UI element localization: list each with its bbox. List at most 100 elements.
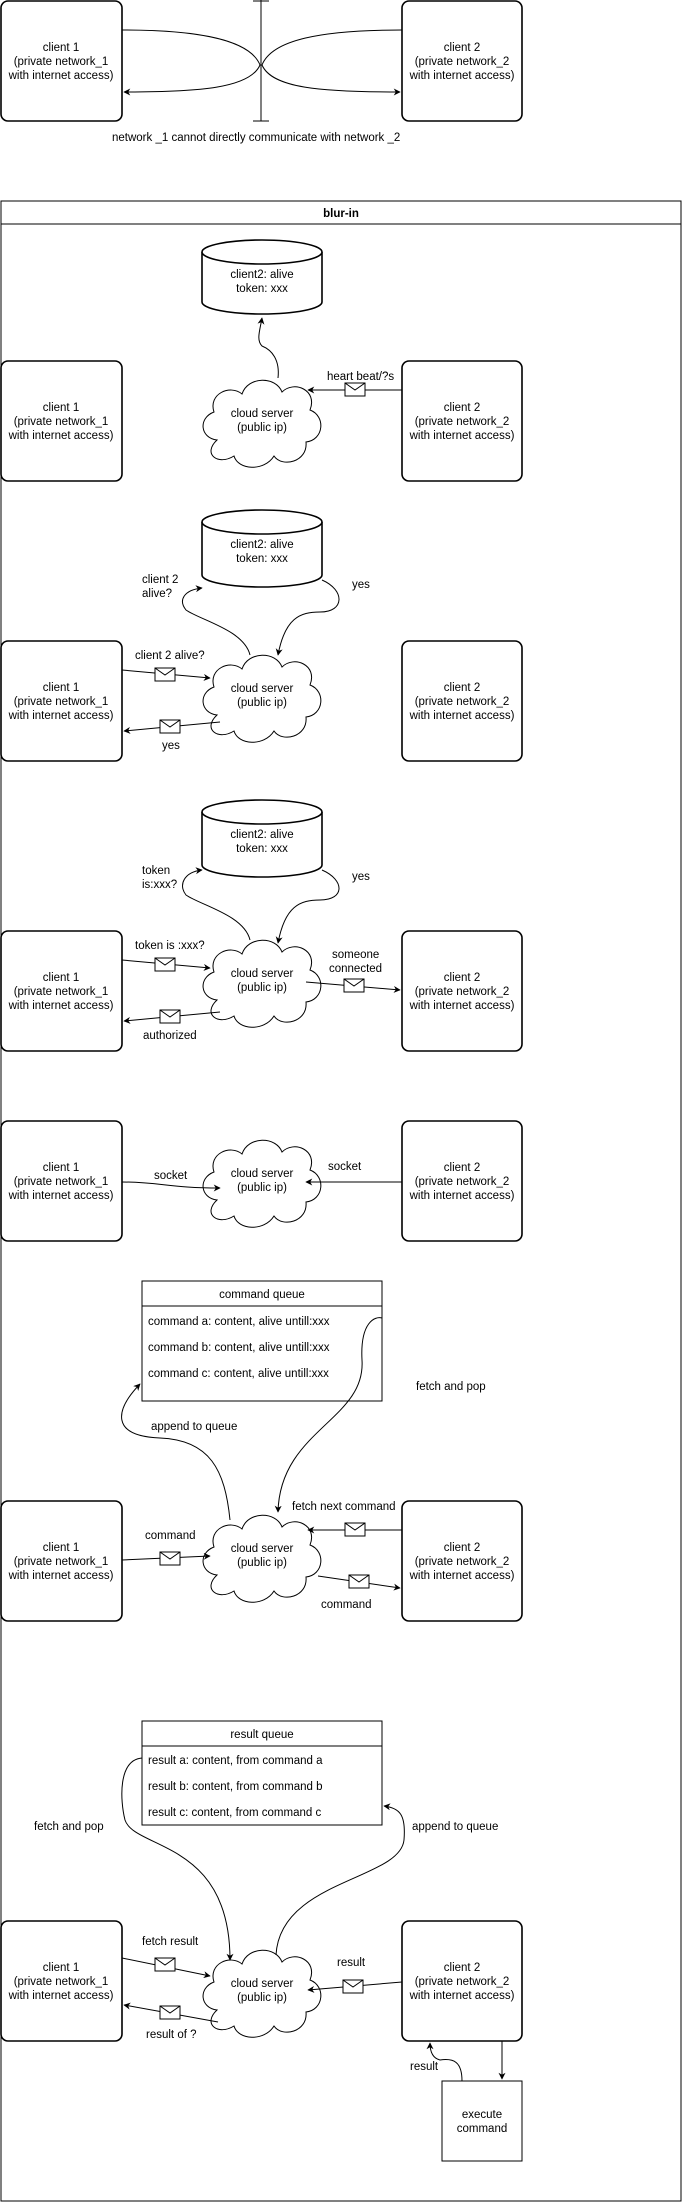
db-label-2: token: xxx [236,843,288,855]
message-icon [344,382,366,397]
command-queue-table: command queue command a: content, alive … [141,1280,383,1402]
command-row-b: command b: content, alive untill:xxx [148,1342,330,1354]
result-queue-table: result queue result a: content, from com… [141,1720,383,1826]
send-command-label: command [145,1530,196,1542]
client1-node: client 1 (private network_1 with interne… [0,1920,123,2042]
client1-label-1: client 1 [43,972,79,984]
db-label-1: client2: alive [230,269,293,281]
client1-node: client 1 (private network_1 with interne… [0,0,123,122]
client2-label-3: with internet access) [409,70,515,82]
client2-node: client 2 (private network_2 with interne… [401,1920,523,2042]
cloud-server: cloud server (public ip) [202,1139,322,1228]
message-icon [154,1957,176,1972]
alive-q-label-1: client 2 [142,574,178,586]
cloud-label-2: (public ip) [237,1992,287,2004]
client1-label-3: with internet access) [8,1990,114,2002]
client2-label-1: client 2 [444,972,480,984]
client1-label-2: (private network_1 [14,1976,109,1988]
client1-label-3: with internet access) [8,430,114,442]
fetch-pop-result-label: fetch and pop [34,1821,104,1833]
client2-label-3: with internet access) [409,1570,515,1582]
cloud-label-2: (public ip) [237,982,287,994]
token-request-label: token is :xxx? [135,940,205,952]
client2-node: client 2 (private network_2 with interne… [401,1500,523,1622]
client1-label-1: client 1 [43,682,79,694]
db-label-1: client2: alive [230,539,293,551]
cloud-server: cloud server (public ip) [202,939,322,1028]
client2-label-2: (private network_2 [415,1176,510,1188]
alive-query-arrow [182,585,251,656]
alive-reply-arrow [275,579,340,656]
token-query-arrow [182,867,251,941]
append-command-label: append to queue [151,1421,237,1433]
alive-request-label: client 2 alive? [135,650,205,662]
client1-node: client 1 (private network_1 with interne… [0,1120,123,1242]
command-row-c: command c: content, alive untill:xxx [148,1368,329,1380]
append-command-arrow [121,1383,231,1521]
message-icon [159,1551,181,1566]
db-label-2: token: xxx [236,553,288,565]
client2-label-3: with internet access) [409,430,515,442]
client1-label-3: with internet access) [8,70,114,82]
message-icon [159,2005,181,2020]
client2-label-1: client 2 [444,1962,480,1974]
message-icon [159,719,181,734]
step2-alive-check: client2: alive token: xxx client 1 (priv… [0,509,523,762]
client2-label-1: client 2 [444,1162,480,1174]
cloud-server: cloud server (public ip) [202,654,322,743]
client2-label-3: with internet access) [409,1000,515,1012]
database: client2: alive token: xxx [201,239,323,315]
client2-label-2: (private network_2 [415,986,510,998]
client1-label-3: with internet access) [8,1570,114,1582]
client1-label-2: (private network_1 [14,416,109,428]
alive-q-label-2: alive? [142,588,172,600]
fetch-pop-result-arrow [121,1757,234,1961]
client2-label-2: (private network_2 [415,416,510,428]
token-reply-arrow [275,869,340,944]
someone-label-1: someone [332,949,379,961]
client1-label-3: with internet access) [8,1000,114,1012]
client2-label-1: client 2 [444,402,480,414]
client2-label-2: (private network_2 [415,56,510,68]
client2-label-2: (private network_2 [415,1556,510,1568]
cloud-label-1: cloud server [231,683,294,695]
blocked-arrow-right [261,29,403,96]
client1-node: client 1 (private network_1 with interne… [0,930,123,1052]
heartbeat-label: heart beat/?s [327,371,394,383]
execute-label-1: execute [462,2109,502,2121]
result-row-c: result c: content, from command c [148,1807,321,1819]
execute-result-arrow [426,2042,463,2082]
network-note: network _1 cannot directly communicate w… [112,132,400,144]
client2-label-2: (private network_2 [415,696,510,708]
cloud-server: cloud server (public ip) [202,1949,322,2038]
yes-response-label: yes [162,740,180,752]
step6-result-queue: result queue result a: content, from com… [0,1720,523,2162]
client2-label-1: client 2 [444,42,480,54]
client2-node: client 2 (private network_2 with interne… [401,640,523,762]
cloud-label-1: cloud server [231,1978,294,1990]
yes-label: yes [352,871,370,883]
result-of-label: result of ? [146,2029,197,2041]
result-queue-title: result queue [230,1729,293,1741]
append-result-label: append to queue [412,1821,498,1833]
database: client2: alive token: xxx [201,509,323,588]
client1-label-1: client 1 [43,1542,79,1554]
command-row-a: command a: content, alive untill:xxx [148,1316,330,1328]
result-row-b: result b: content, from command b [148,1781,323,1793]
client2-label-3: with internet access) [409,1190,515,1202]
result-row-a: result a: content, from command a [148,1755,323,1767]
client1-label-1: client 1 [43,1962,79,1974]
step3-token-check: client2: alive token: xxx client 1 (priv… [0,799,523,1052]
message-icon [159,1009,181,1024]
client1-label-2: (private network_1 [14,56,109,68]
execute-result-label: result [410,2061,439,2073]
token-q-label-2: is:xxx? [142,879,177,891]
message-icon [342,1979,364,1994]
token-q-label-1: token [142,865,170,877]
blocked-arrow-left [121,29,261,96]
fetch-result-label: fetch result [142,1936,199,1948]
client1-label-2: (private network_1 [14,1176,109,1188]
step4-socket: client 1 (private network_1 with interne… [0,1120,523,1242]
yes-label: yes [352,579,370,591]
